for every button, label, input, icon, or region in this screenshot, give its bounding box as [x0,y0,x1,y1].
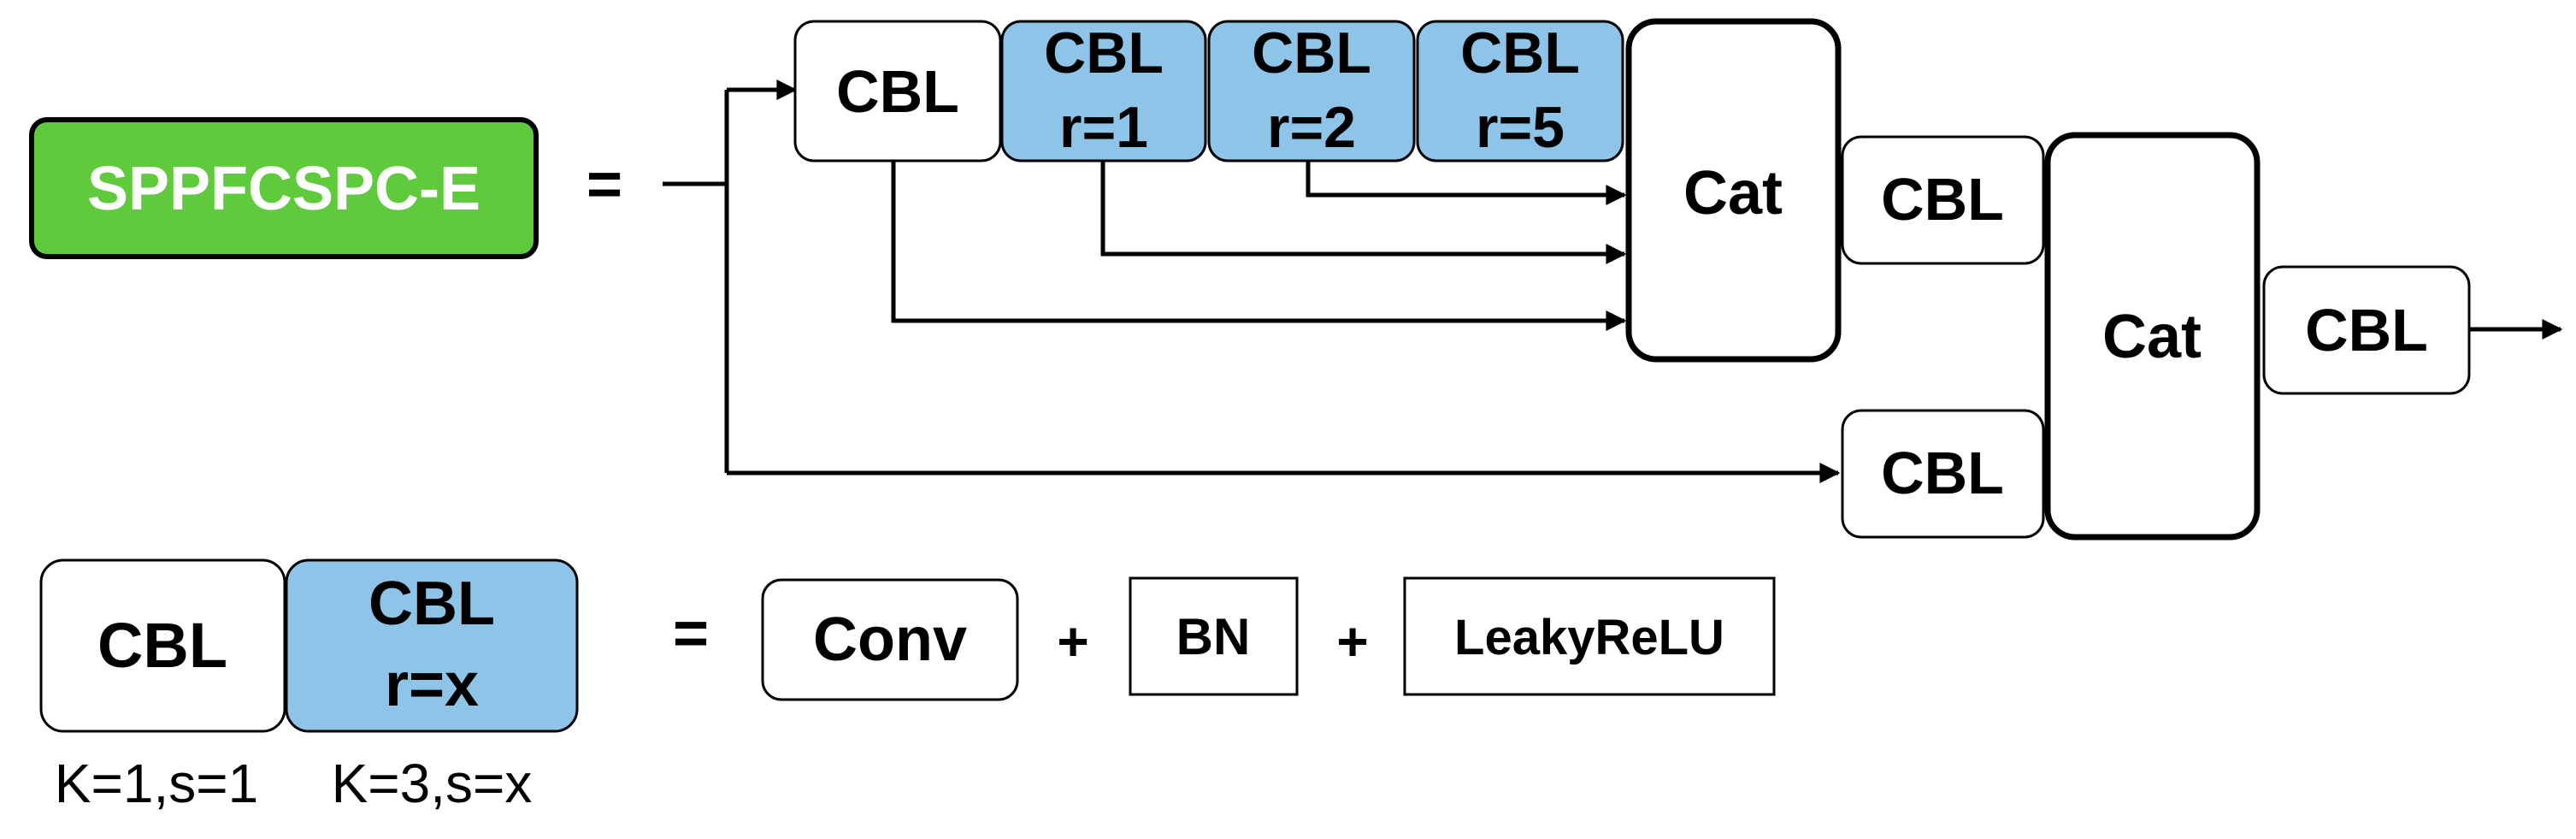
legend-cbl-rx-box [285,558,579,733]
cbl-bottom-box [1841,409,2045,539]
cbl-main-box [793,20,1002,162]
cbl-r5-label-top: CBL [1460,21,1580,86]
cbl-r1-label-bottom: r=1 [1059,95,1148,160]
legend-plus-2: + [1336,611,1368,672]
cbl-out-label: CBL [2305,297,2428,363]
equals-sign-top: = [587,151,622,219]
r1-to-cat-arrow [1100,161,1627,264]
legend-cbl-label: CBL [97,610,227,681]
cat2-label: Cat [2102,303,2202,371]
cbl-after-cat-label: CBL [1881,166,2004,233]
connectors [663,80,2563,483]
legend-cbl-box [39,558,286,733]
legend-conv-box [761,578,1019,701]
legend-cbl-rx-params: K=3,s=x [332,753,533,814]
cbl-r5-label-bottom: r=5 [1476,95,1565,160]
cbl-main-label: CBL [836,58,959,125]
r2-to-cat-arrow [1306,161,1627,205]
legend-bn-label: BN [1176,608,1251,665]
cbl-r2-box [1207,20,1416,162]
cbl-r2-label-bottom: r=2 [1267,95,1356,160]
legend-cbl-params: K=1,s=1 [55,753,258,814]
legend-conv-label: Conv [813,606,967,674]
legend-bn-box [1129,576,1299,696]
sppfcspc-e-box [29,117,539,259]
legend-leakyrelu-label: LeakyReLU [1454,610,1724,665]
legend-equals-sign: = [673,600,709,668]
legend-cbl-rx-label-bottom: r=x [385,651,479,719]
cat2-box [2044,132,2261,541]
legend-plus-1: + [1057,611,1088,672]
cbl-out-box [2262,265,2471,395]
legend-leakyrelu-box [1403,576,1776,696]
cbl-r1-box [1000,20,1207,162]
cbl-r5-box [1416,20,1624,162]
cat1-label: Cat [1683,159,1783,227]
cbl-r2-label-top: CBL [1252,21,1371,86]
cbl-to-cat-arrow [891,161,1627,331]
cbl-bottom-label: CBL [1881,440,2004,506]
sppfcspc-e-label: SPPFCSPC-E [87,155,480,223]
legend-cbl-rx-label-top: CBL [368,570,495,638]
cbl-r1-label-top: CBL [1044,21,1164,86]
cbl-after-cat-box [1841,135,2045,265]
cat1-box [1625,18,1842,363]
